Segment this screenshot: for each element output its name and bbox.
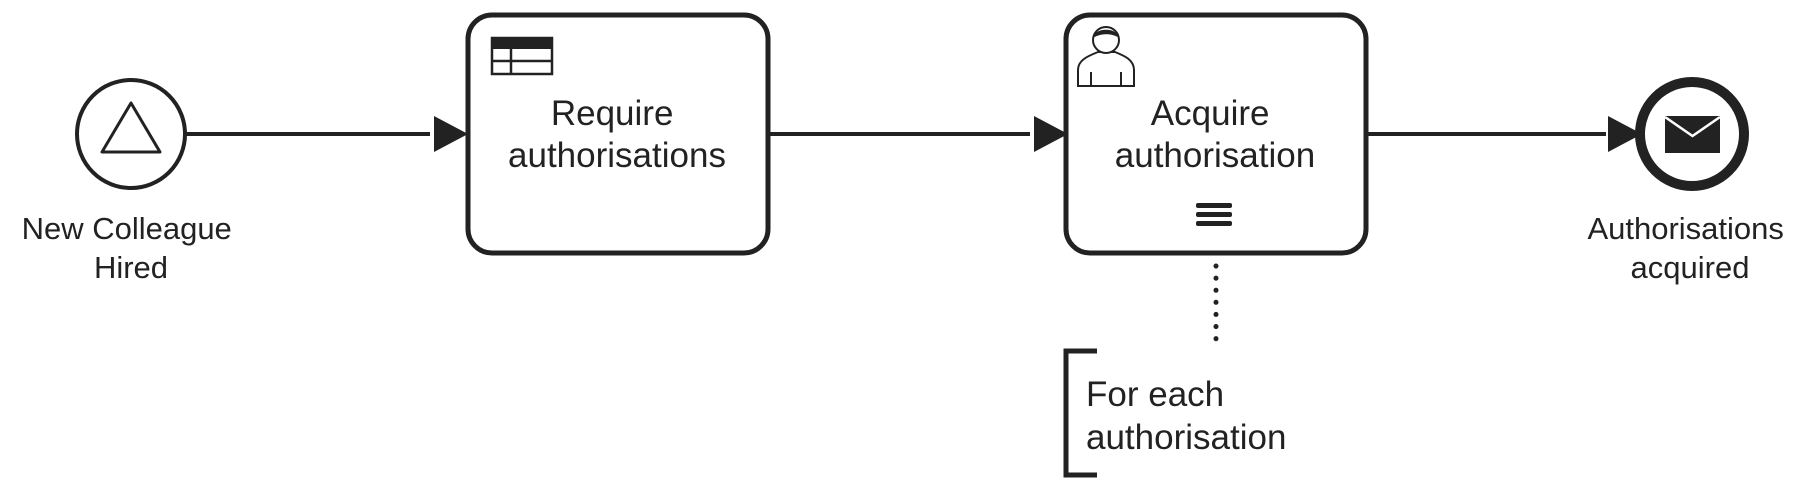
sequence-flow-acquire-to-end[interactable] (1366, 116, 1642, 152)
task-acquire-authorisation[interactable]: Acquire authorisation (1063, 12, 1369, 256)
task-require-label: Require authorisations (508, 94, 726, 175)
business-rule-table-icon (490, 36, 554, 76)
signal-start-event[interactable] (75, 78, 187, 190)
annotation-label-line-2: authorisation (1086, 418, 1286, 457)
user-icon (1077, 26, 1135, 87)
text-annotation[interactable]: For each authorisation (1063, 348, 1286, 478)
message-end-event[interactable] (1635, 77, 1749, 191)
annotation-label-line-1: For each (1086, 375, 1224, 414)
task-acquire-label-line-2: authorisation (1115, 136, 1315, 175)
end-event-label-line-2: acquired (1631, 250, 1750, 285)
task-acquire-label: Acquire authorisation (1115, 94, 1315, 175)
start-event-label-line-1: New Colleague (22, 211, 232, 246)
annotation-label: For each authorisation (1086, 375, 1286, 457)
sequence-flow-start-to-require[interactable] (186, 116, 468, 152)
start-event-label: New Colleague Hired (22, 211, 241, 285)
start-event-label-line-2: Hired (94, 250, 168, 285)
annotation-bracket (1063, 348, 1097, 478)
envelope-icon (1664, 115, 1721, 153)
end-event-label: Authorisations acquired (1587, 211, 1792, 285)
sequential-multi-instance-marker-icon (1196, 203, 1232, 226)
task-require-label-line-2: authorisations (508, 136, 726, 175)
task-require-label-line-1: Require (551, 94, 674, 133)
task-require-authorisations[interactable]: Require authorisations (465, 12, 771, 256)
task-acquire-label-line-1: Acquire (1151, 94, 1270, 133)
end-event-label-line-1: Authorisations (1587, 211, 1783, 246)
signal-triangle-icon (100, 101, 162, 154)
sequence-flow-require-to-acquire[interactable] (768, 116, 1068, 152)
